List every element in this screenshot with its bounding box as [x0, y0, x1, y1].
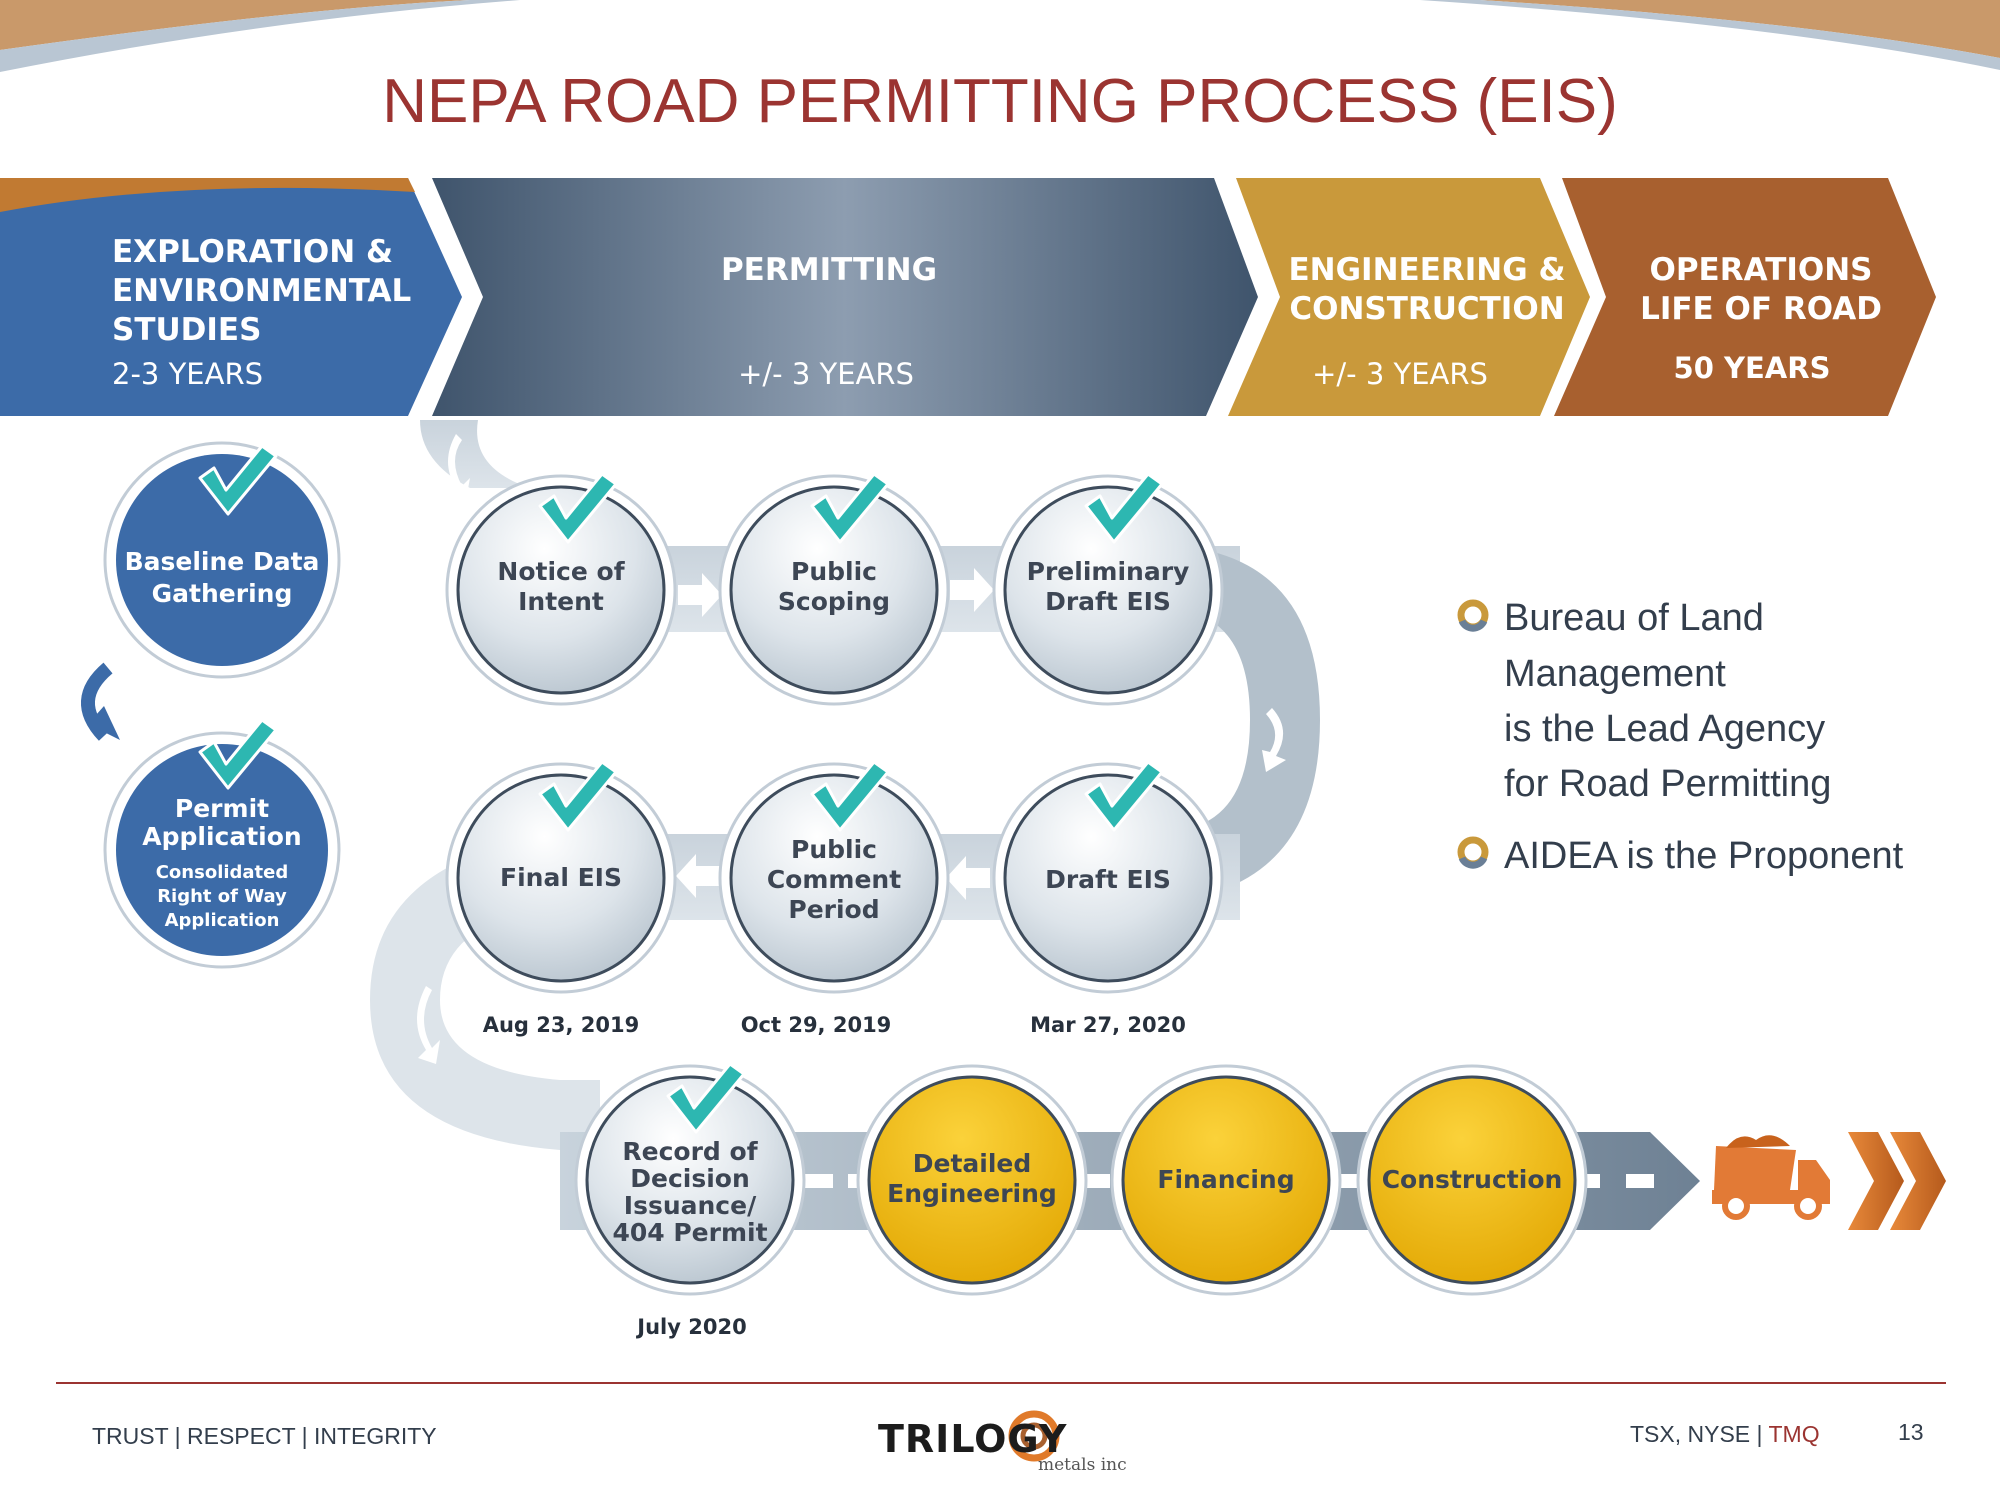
scoping-label-line1: Public [791, 557, 877, 586]
financing-label-line1: Financing [1157, 1165, 1294, 1194]
check-icon [810, 472, 890, 544]
phase-engineering-arrow [1228, 178, 1590, 416]
page-number: 13 [1898, 1419, 1924, 1445]
scoping-label-line2: Scoping [778, 587, 890, 616]
draft-label-line1: Draft EIS [1045, 865, 1171, 894]
rod-label-line4: 404 Permit [612, 1218, 767, 1247]
rod-label-line3: Issuance/ [624, 1191, 757, 1220]
bullet-1-line2: Management [1504, 653, 1726, 695]
prelim-label-line2: Draft EIS [1045, 587, 1171, 616]
step-construction-circle [1356, 1064, 1588, 1296]
phase-operations-duration: 50 YEARS [1674, 351, 1831, 385]
step-scoping-circle [718, 474, 950, 706]
date-rod: July 2020 [635, 1315, 746, 1339]
bullet-1-line1: Bureau of Land [1504, 597, 1764, 639]
step-final-circle [445, 762, 677, 994]
step-financing-circle [1110, 1064, 1342, 1296]
permit-label-line2: Application [142, 822, 301, 851]
phase-operations-line1: OPERATIONS [1649, 252, 1872, 288]
dump-truck-icon [1712, 1135, 1830, 1220]
comment-label-line3: Period [788, 895, 879, 924]
phase-exploration-line3: STUDIES [112, 312, 261, 348]
curved-arrow-icon [81, 662, 120, 741]
check-icon [666, 1062, 746, 1134]
phase-exploration-duration: 2-3 YEARS [112, 357, 263, 391]
top-swoosh-decoration [0, 0, 2000, 72]
phase-permitting-arrow [432, 178, 1258, 416]
trilogy-logo-subtext: metals inc [1038, 1455, 1127, 1475]
bullet-icon [1457, 836, 1489, 869]
bullet-icon [1457, 599, 1489, 632]
phase-operations-arrow [1554, 178, 1936, 416]
silver-circles [445, 474, 1224, 1296]
permit-sub-line3: Application [165, 910, 280, 931]
phase-engineering-line1: ENGINEERING & [1288, 252, 1565, 288]
check-icon [198, 718, 278, 790]
engineering-label-line1: Detailed [913, 1149, 1032, 1178]
check-icon [1084, 760, 1164, 832]
phase-exploration-line2: ENVIRONMENTAL [112, 273, 411, 309]
yellow-circles [856, 1064, 1588, 1296]
check-icon [1084, 472, 1164, 544]
bullet-1-line3: is the Lead Agency [1504, 708, 1825, 750]
step-draft-circle [992, 762, 1224, 994]
step-engineering-circle [856, 1064, 1088, 1296]
rod-label-line1: Record of [622, 1137, 758, 1166]
footer-exchange-text: TSX, NYSE | [1630, 1421, 1768, 1447]
phase-exploration-line1: EXPLORATION & [112, 234, 393, 270]
prelim-label-line1: Preliminary [1027, 557, 1190, 586]
final-label-line1: Final EIS [500, 863, 622, 892]
phase-banner [0, 178, 1936, 416]
permit-sub-line1: Consolidated [156, 862, 289, 883]
phase-permitting-duration: +/- 3 YEARS [738, 357, 914, 391]
phase-permitting-line1: PERMITTING [721, 252, 937, 288]
rod-label-line2: Decision [630, 1164, 750, 1193]
comment-label-line2: Comment [767, 865, 901, 894]
step-baseline-circle [103, 441, 341, 679]
footer-ticker: TMQ [1768, 1421, 1819, 1447]
bullet-1-line4: for Road Permitting [1504, 763, 1831, 805]
step-notice-circle [445, 474, 677, 706]
check-icon [810, 760, 890, 832]
forward-chevron-icon [1848, 1132, 1946, 1230]
baseline-label-line2: Gathering [152, 579, 293, 608]
phase-exploration-arrow [0, 178, 462, 416]
date-comment: Oct 29, 2019 [741, 1013, 892, 1037]
step-prelim-circle [992, 474, 1224, 706]
baseline-label-line1: Baseline Data [125, 547, 320, 576]
date-draft: Mar 27, 2020 [1030, 1013, 1186, 1037]
check-icon [538, 760, 618, 832]
check-icon [538, 472, 618, 544]
trilogy-logo-text: TRILOGY [878, 1417, 1067, 1461]
check-icon [198, 444, 278, 516]
phase-operations-line2: LIFE OF ROAD [1640, 291, 1882, 327]
comment-label-line1: Public [791, 835, 877, 864]
step-permit-circle [103, 731, 341, 969]
trilogy-logo-icon [1008, 1410, 1060, 1462]
permit-label-line1: Permit [175, 794, 269, 823]
footer-tagline: TRUST | RESPECT | INTEGRITY [92, 1423, 437, 1449]
phase-engineering-duration: +/- 3 YEARS [1312, 357, 1488, 391]
construction-label-line1: Construction [1382, 1165, 1563, 1194]
page-title: NEPA ROAD PERMITTING PROCESS (EIS) [382, 67, 1618, 136]
footer-exchange: TSX, NYSE | TMQ [1630, 1421, 1820, 1447]
notice-label-line1: Notice of [497, 557, 625, 586]
notice-label-line2: Intent [518, 587, 604, 616]
engineering-label-line2: Engineering [887, 1179, 1057, 1208]
phase-engineering-line2: CONSTRUCTION [1289, 291, 1564, 327]
step-comment-circle [718, 762, 950, 994]
bullet-2: AIDEA is the Proponent [1504, 835, 1904, 877]
permit-sub-line2: Right of Way [157, 886, 287, 907]
date-final: Aug 23, 2019 [483, 1013, 640, 1037]
step-rod-circle [574, 1064, 806, 1296]
